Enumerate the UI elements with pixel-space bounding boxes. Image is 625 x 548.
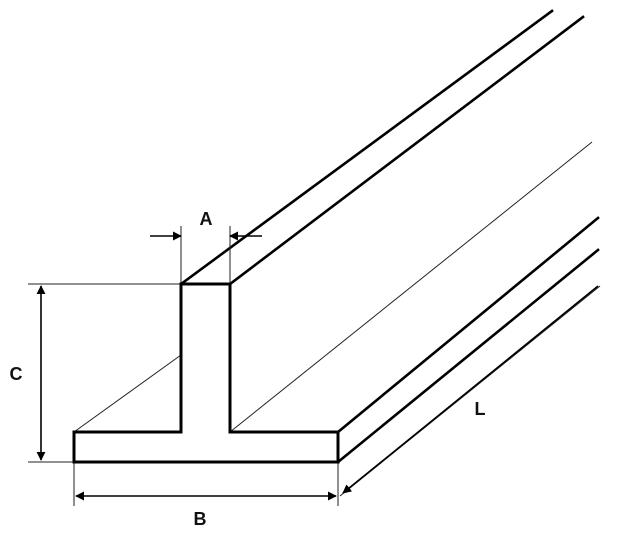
label-l: L [475,399,486,419]
flange-left-projection-line [73,354,182,433]
stem-top-right-edge [228,15,585,286]
inner-corner-projection-line [229,141,593,433]
flange-top-edge [336,216,600,434]
extrusion-edges [179,9,600,464]
dimension-arrows [36,231,599,501]
dimension-l-arrow [342,285,599,494]
label-c: C [10,364,23,384]
t-cross-section [72,282,340,464]
label-a: A [200,209,213,229]
stem-top-left-edge [179,9,554,286]
flange-bottom-edge [336,248,600,464]
label-b: B [194,509,207,529]
